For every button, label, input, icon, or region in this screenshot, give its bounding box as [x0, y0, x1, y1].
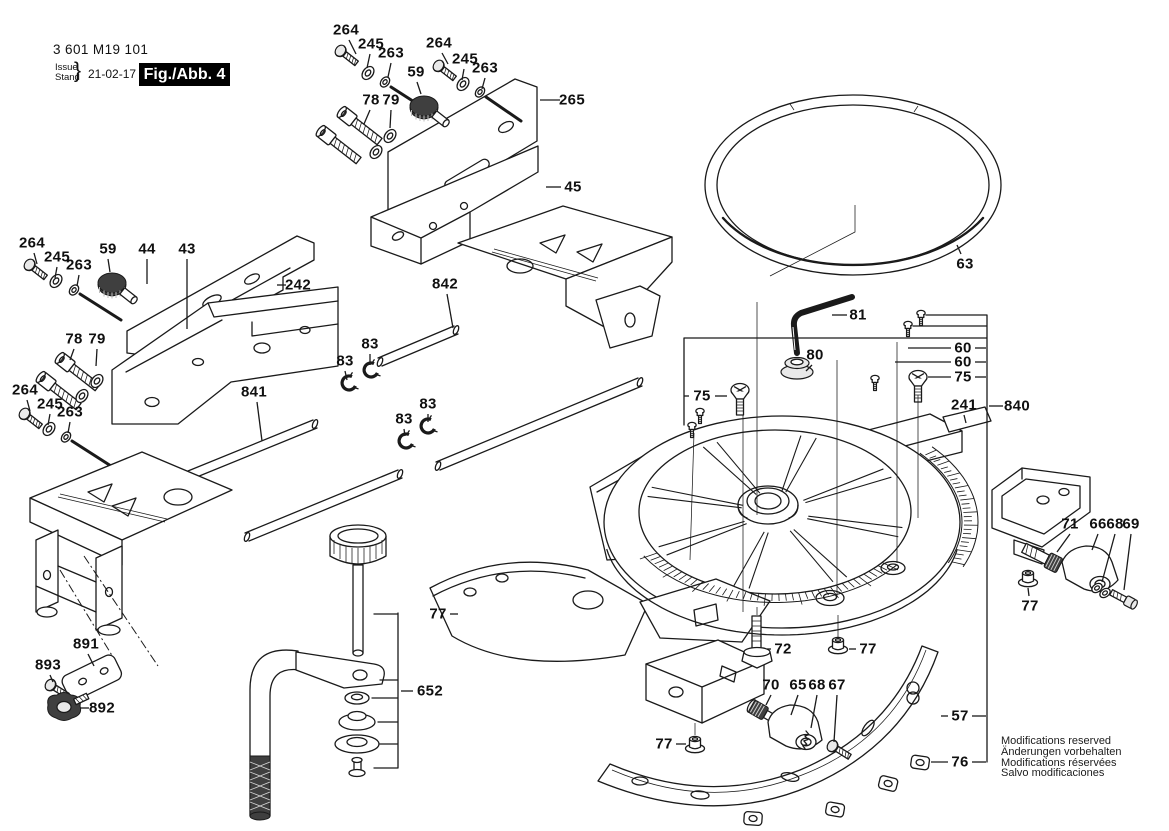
callout-891: 891 [73, 636, 99, 653]
modifications-notice: Modifications reserved Änderungen vorbeh… [1001, 736, 1121, 779]
notice-line-de: Änderungen vorbehalten [1001, 747, 1121, 758]
callout-83: 83 [336, 353, 353, 370]
callout-59: 59 [99, 241, 116, 258]
callout-75: 75 [954, 369, 971, 386]
callout-66: 66 [1089, 516, 1106, 533]
callout-79: 79 [382, 92, 399, 109]
callout-57: 57 [951, 708, 968, 725]
callout-80: 80 [806, 347, 823, 364]
callout-892: 892 [89, 700, 115, 717]
callout-241: 241 [951, 397, 977, 414]
callout-75: 75 [693, 388, 710, 405]
callout-81: 81 [849, 307, 866, 324]
callout-264: 264 [333, 22, 359, 39]
callout-265: 265 [559, 92, 585, 109]
callout-65: 65 [789, 677, 806, 694]
callout-264: 264 [426, 35, 452, 52]
callout-264: 264 [19, 235, 45, 252]
callout-264: 264 [12, 382, 38, 399]
callout-842: 842 [432, 276, 458, 293]
callout-263: 263 [57, 404, 83, 421]
callout-841: 841 [241, 384, 267, 401]
callout-263: 263 [66, 257, 92, 274]
callout-652: 652 [417, 683, 443, 700]
callout-77: 77 [1021, 598, 1038, 615]
callout-44: 44 [138, 241, 155, 258]
callout-68: 68 [1106, 516, 1123, 533]
callout-77: 77 [655, 736, 672, 753]
callout-63: 63 [956, 256, 973, 273]
callout-43: 43 [178, 241, 195, 258]
callout-77: 77 [429, 606, 446, 623]
callout-893: 893 [35, 657, 61, 674]
callout-59: 59 [407, 64, 424, 81]
callout-70: 70 [762, 677, 779, 694]
callout-71: 71 [1061, 516, 1078, 533]
callout-72: 72 [774, 641, 791, 658]
callout-69: 69 [1122, 516, 1139, 533]
notice-line-es: Salvo modificaciones [1001, 768, 1121, 779]
callout-83: 83 [419, 396, 436, 413]
callout-83: 83 [395, 411, 412, 428]
callout-78: 78 [362, 92, 379, 109]
callout-45: 45 [564, 179, 581, 196]
callout-263: 263 [378, 45, 404, 62]
callout-76: 76 [951, 754, 968, 771]
callout-263: 263 [472, 60, 498, 77]
callout-79: 79 [88, 331, 105, 348]
callout-77: 77 [859, 641, 876, 658]
callout-78: 78 [65, 331, 82, 348]
callout-242: 242 [285, 277, 311, 294]
callout-67: 67 [828, 677, 845, 694]
callout-840: 840 [1004, 398, 1030, 415]
callout-83: 83 [361, 336, 378, 353]
callout-68: 68 [808, 677, 825, 694]
